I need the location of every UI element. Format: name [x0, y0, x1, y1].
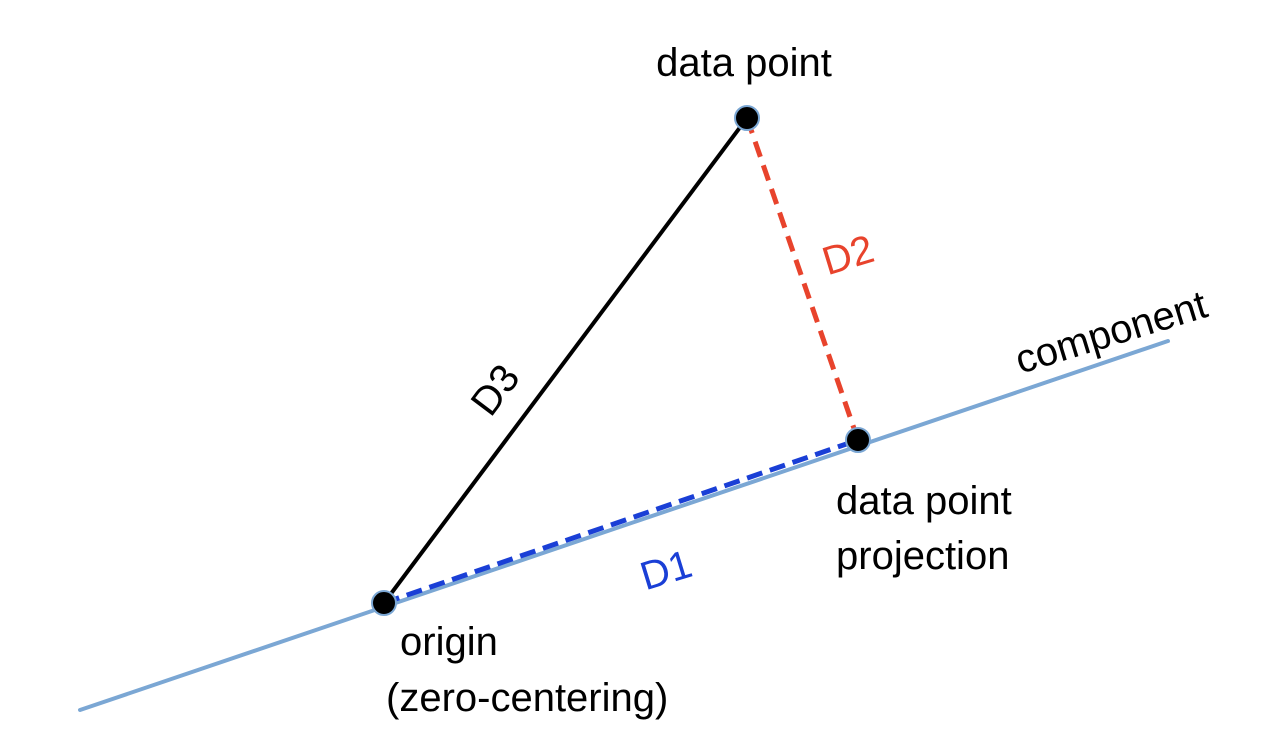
projection-point-marker: [845, 427, 871, 453]
d3-segment: [382, 116, 749, 605]
d3-label: D3: [463, 357, 529, 424]
component-label: component: [1010, 283, 1212, 383]
component-axis-line: [78, 339, 1170, 712]
origin-label-line1: origin: [400, 620, 498, 664]
data-point-label: data point: [656, 41, 832, 85]
origin-point-marker: [371, 590, 397, 616]
data-point-marker: [734, 105, 760, 131]
d1-label: D1: [635, 542, 697, 599]
projection-label-line1: data point: [836, 479, 1012, 523]
d2-label: D2: [817, 227, 879, 284]
d2-segment: [744, 117, 861, 441]
origin-label-line2: (zero-centering): [386, 676, 668, 720]
projection-label-line2: projection: [836, 534, 1009, 578]
d1-segment: [383, 437, 859, 606]
